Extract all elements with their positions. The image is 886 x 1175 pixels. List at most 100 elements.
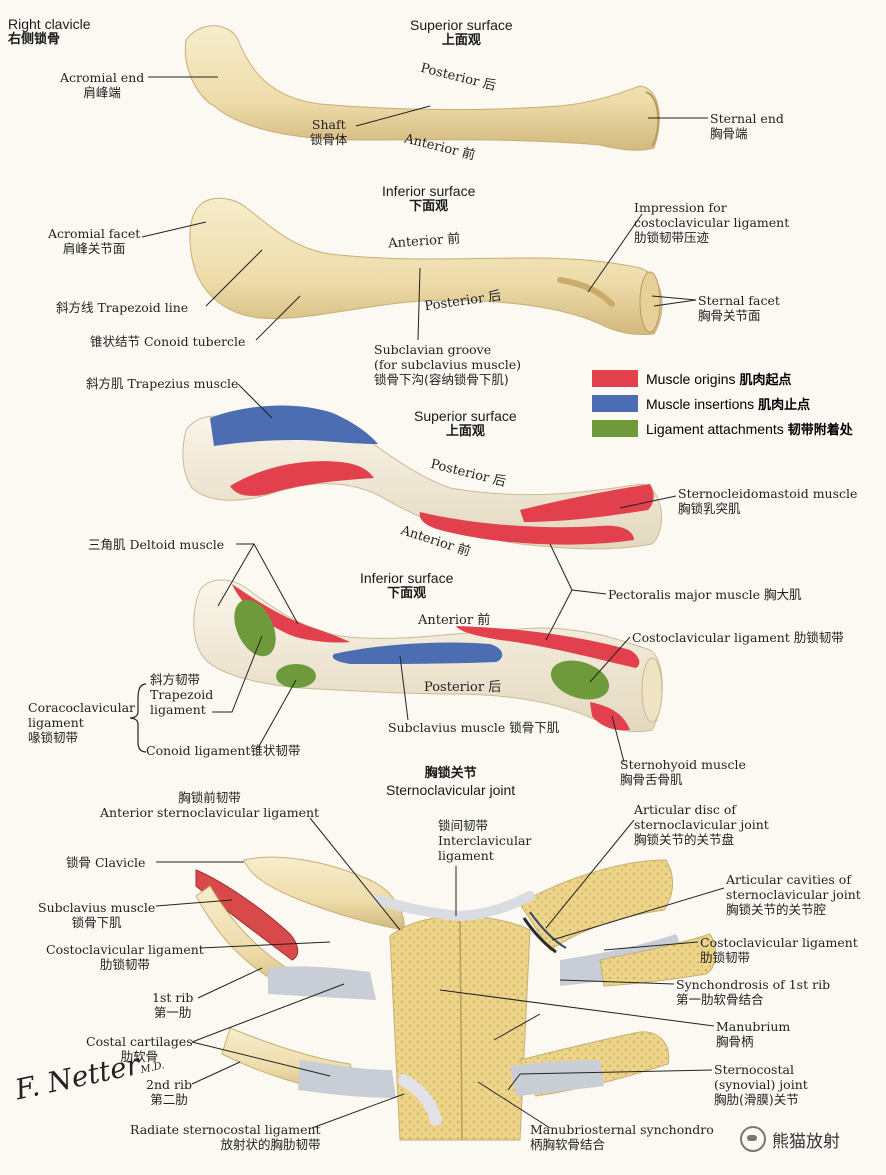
label-second-rib: 2nd rib 第二肋 [146,1077,192,1107]
legend-label-zh: 肌肉起点 [739,373,792,388]
label-articular-disc: Articular disc of sternoclavicular joint… [634,802,769,847]
label-acromial-end: Acromial end 肩峰端 [60,70,144,100]
label-pectoralis-major: Pectoralis major muscle 胸大肌 [608,587,802,602]
label-anterior-sternoclavicular-ligament: 胸锁前韧带 Anterior sternoclavicular ligament [100,790,319,820]
orientation-en: Posterior [424,680,485,695]
legend-swatch-blue [592,395,638,412]
label-en: 2nd rib [146,1077,192,1092]
joint-heading-en: Sternoclavicular joint [386,782,516,798]
label-shaft: Shaft 锁骨体 [310,117,348,147]
label-costoclavicular-ligament-1: Costoclavicular ligament 肋锁韧带 [632,630,844,645]
label-trapezoid-ligament: 斜方韧带 Trapezoid ligament [150,672,213,717]
legend-label-en: Muscle origins [646,370,736,387]
label-zh: 第一肋 [153,1005,192,1020]
signature-sub: M.D. [139,1060,166,1077]
legend-label-en: Ligament attachments [646,420,784,437]
watermark-text: 熊猫放射 [772,1131,840,1152]
orientation-zh: 前 [477,613,491,628]
label-en: Acromial end [60,70,145,85]
label-zh: 肋锁韧带 [99,957,150,972]
label-sternocostal-joint: Sternocostal (synovial) joint 胸肋(滑膜)关节 [714,1062,808,1107]
label-zh: 斜方韧带 [150,672,201,687]
label-zh: 胸骨端 [710,126,748,141]
label-en: Sternal end [710,111,784,126]
label-zh: 肋锁韧带 [700,950,751,965]
label-en: Articular disc of [634,802,737,817]
label-en: Costal cartilages [86,1034,193,1049]
orientation-en: Anterior [418,613,474,628]
label-sternal-end: Sternal end 胸骨端 [710,111,784,141]
view-heading-en: Superior surface [410,17,513,33]
view-heading-inferior-2: Inferior surface 下面观 [360,570,453,602]
label-manubrium: Manubrium 胸骨柄 [716,1019,790,1049]
label-articular-cavities: Articular cavities of sternoclavicular j… [726,872,861,917]
label-en: ligament [150,702,206,717]
view-heading-inferior-1: Inferior surface 下面观 [382,183,475,215]
label-en: (synovial) joint [714,1077,808,1092]
view-heading-zh: 上面观 [445,424,485,439]
label-sternohyoid-muscle: Sternohyoid muscle 胸骨舌骨肌 [620,757,746,787]
label-subclavius-muscle-2: Subclavius muscle 锁骨下肌 [38,900,155,930]
orientation-posterior-4: Posterior 后 [424,676,501,695]
title-en: Right clavicle [8,16,91,32]
label-costal-cartilages: Costal cartilages 肋软骨 [86,1034,193,1064]
joint-heading: 胸锁关节 Sternoclavicular joint [386,766,515,798]
title-zh: 右侧锁骨 [8,32,61,47]
legend-swatch-red [592,370,638,387]
label-en: Trapezoid [150,687,214,702]
label-radiate-sternocostal-ligament: Radiate sternocostal ligament 放射状的胸肋韧带 [130,1122,321,1152]
legend-label-zh: 肌肉止点 [758,398,811,413]
clavicle-superior-view [184,25,660,151]
label-en: 1st rib [152,990,194,1005]
label-en: Sternocostal [714,1062,794,1077]
label-zh: 喙锁韧带 [28,730,79,745]
label-synchondrosis-first-rib: Synchondrosis of 1st rib 第一肋软骨结合 [676,977,830,1007]
label-coracoclavicular-ligament: Coracoclavicular ligament 喙锁韧带 [28,700,135,745]
label-clavicle: 锁骨 Clavicle [66,855,146,870]
label-acromial-facet: Acromial facet 肩峰关节面 [48,226,140,256]
label-zh: 肋软骨 [120,1049,159,1064]
label-interclavicular-ligament: 锁间韧带 Interclavicular ligament [438,818,531,863]
label-zh: 第一肋软骨结合 [676,992,764,1007]
label-zh: 柄胸软骨结合 [530,1137,606,1152]
label-costoclavicular-ligament-3: Costoclavicular ligament 肋锁韧带 [700,935,858,965]
label-costoclavicular-impression: Impression for costoclavicular ligament … [634,200,789,245]
view-heading-zh: 下面观 [387,586,427,601]
label-en: Sternocleidomastoid muscle [678,486,858,501]
clavicle-inferior-attachments [193,579,663,733]
label-en: Synchondrosis of 1st rib [676,977,831,992]
label-subclavius-muscle-1: Subclavius muscle 锁骨下肌 [388,720,560,735]
label-en: Manubriosternal synchondro [530,1122,714,1137]
label-conoid-ligament: Conoid ligament锥状韧带 [146,743,301,758]
orientation-zh: 前 [446,231,461,248]
label-en: Subclavian groove [374,342,492,357]
orientation-zh: 后 [487,288,503,306]
label-en: Sternal facet [698,293,780,308]
label-en: (for subclavius muscle) [374,357,521,372]
label-en: Articular cavities of [726,872,851,887]
view-heading-superior-1: Superior surface 上面观 [410,17,513,49]
label-en: Shaft [311,117,346,132]
label-en: Subclavius muscle [38,900,156,915]
legend-label-zh: 韧带附着处 [787,423,853,438]
label-zh: 锁间韧带 [438,818,489,833]
label-zh: 胸肋(滑膜)关节 [714,1092,799,1107]
label-en: sternoclavicular joint [634,817,769,832]
label-costoclavicular-ligament-2: Costoclavicular ligament 肋锁韧带 [46,942,204,972]
label-zh: 胸锁前韧带 [178,790,241,805]
label-en: Coracoclavicular [28,700,136,715]
label-en: Costoclavicular ligament [700,935,858,950]
label-zh: 胸锁乳突肌 [678,501,741,516]
figure-title: Right clavicle 右侧锁骨 [8,16,90,48]
chat-bubble-icon [740,1126,766,1152]
label-zh: 锁骨下肌 [71,915,122,930]
sternoclavicular-joint-illustration [195,856,717,1141]
label-zh: 第二肋 [150,1092,188,1107]
label-en: Interclavicular [438,833,532,848]
label-zh: 锁骨下沟(容纳锁骨下肌) [374,372,509,387]
